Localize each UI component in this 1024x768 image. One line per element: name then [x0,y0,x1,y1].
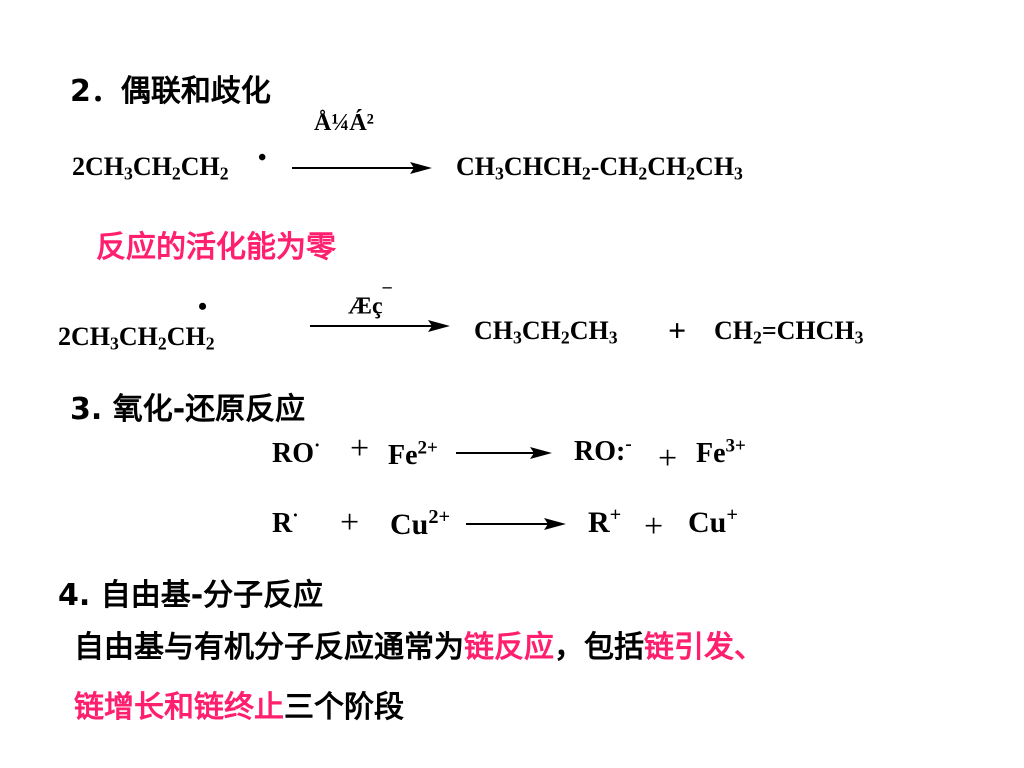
eq2-reactant-text: CH [71,322,110,351]
eq1-reactant-coef: 2 [72,152,85,181]
redox2-reactant1-dot: · [292,505,299,527]
eq1-reactant: 2CH3CH2CH2 [72,152,229,182]
eq2-radical-dot: • [198,292,208,321]
eq2-condition-text: Æç [348,293,383,320]
eq1-product-sub: 3 [734,163,743,184]
eq1-product-text: CHCH [503,152,582,181]
eq1-product-sub: 2 [638,163,648,184]
redox1-product2-charge: 3+ [725,435,746,457]
redox1-reactant2-text: Fe [388,440,418,471]
eq2-reactant-sub: 2 [205,333,215,354]
eq1-product-text: -CH [590,152,639,181]
redox2-reactant2: Cu2+ [390,505,451,542]
redox2-plus1: + [340,504,360,541]
eq1-product: CH3CHCH2-CH2CH2CH3 [456,152,743,182]
redox2-product2: Cu+ [688,503,738,540]
eq1-product-sub: 2 [581,163,591,184]
chain-propagation-termination-highlight: 链增长和链终止 [74,690,284,725]
eq2-reactant-text: CH [118,322,158,351]
eq1-reactant-text: CH [85,152,124,181]
redox2-arrow [466,516,566,532]
redox1-reactant2: Fe2+ [388,437,438,472]
section4-line2-text: 三个阶段 [284,690,404,725]
redox1-product2-text: Fe [696,438,726,469]
redox2-reactant1: R· [272,505,299,540]
eq1-arrow [292,160,432,176]
redox2-plus2: + [644,508,664,545]
eq2-reactant-coef: 2 [58,322,71,351]
eq2-product1-text: CH [521,316,561,345]
chain-initiation-highlight: 链引发、 [644,630,764,665]
redox2-product1-charge: + [609,503,622,526]
eq2-product1-text: CH [474,316,513,345]
eq2-product2: CH2=CHCH3 [714,316,864,346]
eq1-product-text: CH [647,152,687,181]
redox1-plus2: + [658,440,678,477]
eq2-product2-sub: 3 [854,327,864,348]
eq1-product-sub: 3 [495,163,504,184]
section4-line1: 自由基与有机分子反应通常为链反应，包括链引发、 [74,622,764,666]
redox1-plus1: + [350,430,370,467]
redox1-reactant2-charge: 2+ [417,437,438,459]
eq2-reactant-sub: 3 [110,333,119,354]
eq1-reactant-text: CH [180,152,220,181]
eq2-product1-sub: 3 [513,327,522,348]
redox2-reactant2-charge: 2+ [428,505,451,528]
redox1-product2: Fe3+ [696,435,746,470]
section4-line2: 链增长和链终止三个阶段 [74,682,404,726]
eq2-arrow [310,318,450,334]
chain-reaction-highlight: 链反应 [464,630,554,665]
eq1-product-text: CH [456,152,495,181]
activation-energy-note: 反应的活化能为零 [96,230,336,265]
eq2-condition: Æç¯ [348,285,392,321]
redox1-product1-text: RO: [574,436,626,467]
redox2-product2-charge: + [726,503,738,526]
eq1-product-sub: 2 [686,163,696,184]
redox2-reactant2-text: Cu [390,508,429,541]
eq2-product2-text: CH [714,316,753,345]
eq2-product1-sub: 3 [608,327,618,348]
eq1-reactant-text: CH [132,152,172,181]
eq2-reactant-sub: 2 [157,333,167,354]
eq2-reactant: 2CH3CH2CH2 [58,322,215,352]
eq1-condition: Å¼Á² [314,110,374,136]
section4-line1-text: 自由基与有机分子反应通常为 [74,630,464,665]
redox1-reactant1-dot: · [314,435,321,457]
redox1-product1: RO:- [574,433,632,468]
redox2-product1: R+ [588,503,622,540]
eq2-product1-text: CH [569,316,609,345]
eq2-product1: CH3CH2CH3 [474,316,618,346]
section3-heading: 3. 氧化-还原反应 [70,392,306,427]
redox1-product1-charge: - [625,433,632,455]
redox1-arrow [456,445,552,461]
redox1-reactant1-text: RO [272,438,314,469]
redox2-product2-text: Cu [688,506,727,539]
eq2-product2-text: =CHCH [761,316,855,345]
redox2-reactant1-text: R [272,508,293,539]
eq1-reactant-sub: 2 [219,163,229,184]
eq2-product1-sub: 2 [560,327,570,348]
section4-line1-text: ，包括 [554,630,644,665]
eq1-reactant-sub: 3 [124,163,133,184]
eq2-condition-mark: ¯ [382,285,392,305]
eq2-plus: + [668,312,687,348]
section4-heading: 4. 自由基-分子反应 [58,578,324,613]
eq1-reactant-sub: 2 [171,163,181,184]
eq1-radical-dot: • [258,145,267,171]
redox1-reactant1: RO· [272,435,321,470]
eq2-reactant-text: CH [166,322,206,351]
redox2-product1-text: R [588,506,610,539]
eq1-product-text: CH [695,152,735,181]
section2-heading: 2．偶联和歧化 [70,74,271,109]
eq2-product2-sub: 2 [753,327,762,348]
